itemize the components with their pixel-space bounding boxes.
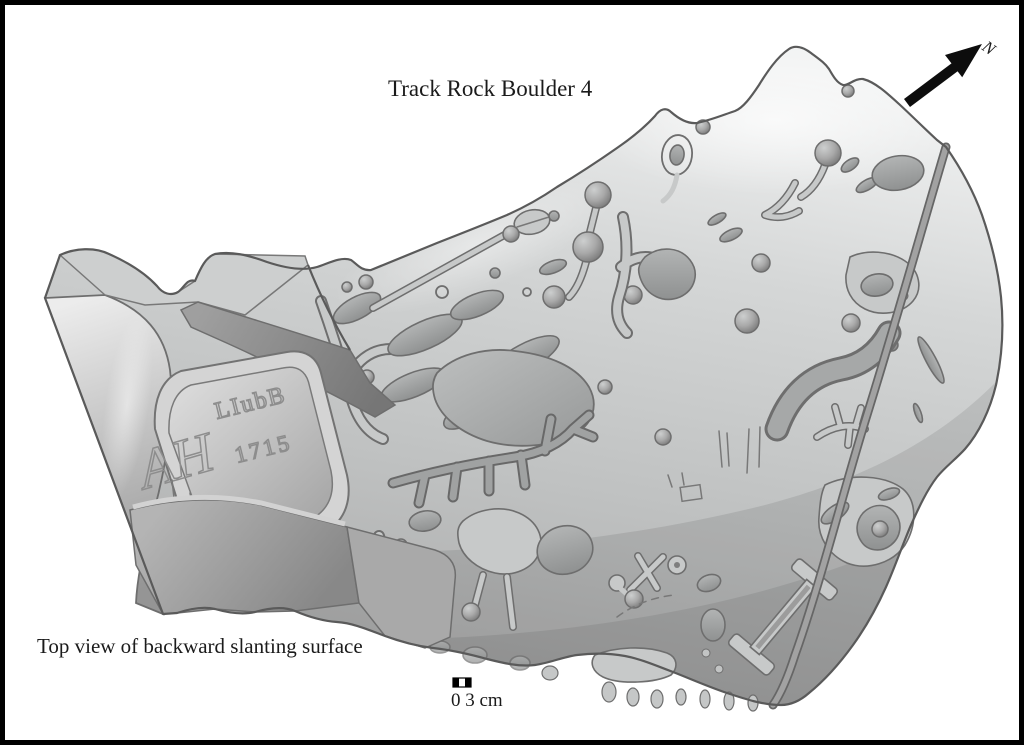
north-arrow-icon: N — [904, 36, 1000, 107]
figure-title: Track Rock Boulder 4 — [388, 76, 593, 101]
scale-label: 0 3 cm — [451, 690, 503, 711]
north-label: N — [978, 36, 1000, 60]
petroglyph-elbow-band — [764, 320, 902, 442]
petroglyph-stem-ring — [369, 208, 560, 312]
petroglyph-lollipop — [761, 139, 842, 222]
left-slab: LIubB AH 1715 — [43, 248, 457, 649]
petroglyph-branch — [387, 409, 599, 509]
petroglyph-oval-ring — [660, 134, 694, 204]
boulder-outline — [43, 45, 1004, 707]
figure-caption: Top view of backward slanting surface — [37, 634, 363, 658]
petroglyph-cupules — [542, 84, 899, 446]
petroglyph-scratches — [616, 426, 761, 618]
boulder-drawing: LIubB AH 1715 N 0 3 cm — [43, 36, 1004, 712]
petroglyph-cross — [608, 552, 687, 609]
rock-crack — [768, 142, 951, 710]
petroglyph-carvings — [315, 84, 951, 712]
scale-bar: 0 3 cm — [451, 677, 503, 711]
petroglyph-mushroom — [457, 508, 594, 631]
